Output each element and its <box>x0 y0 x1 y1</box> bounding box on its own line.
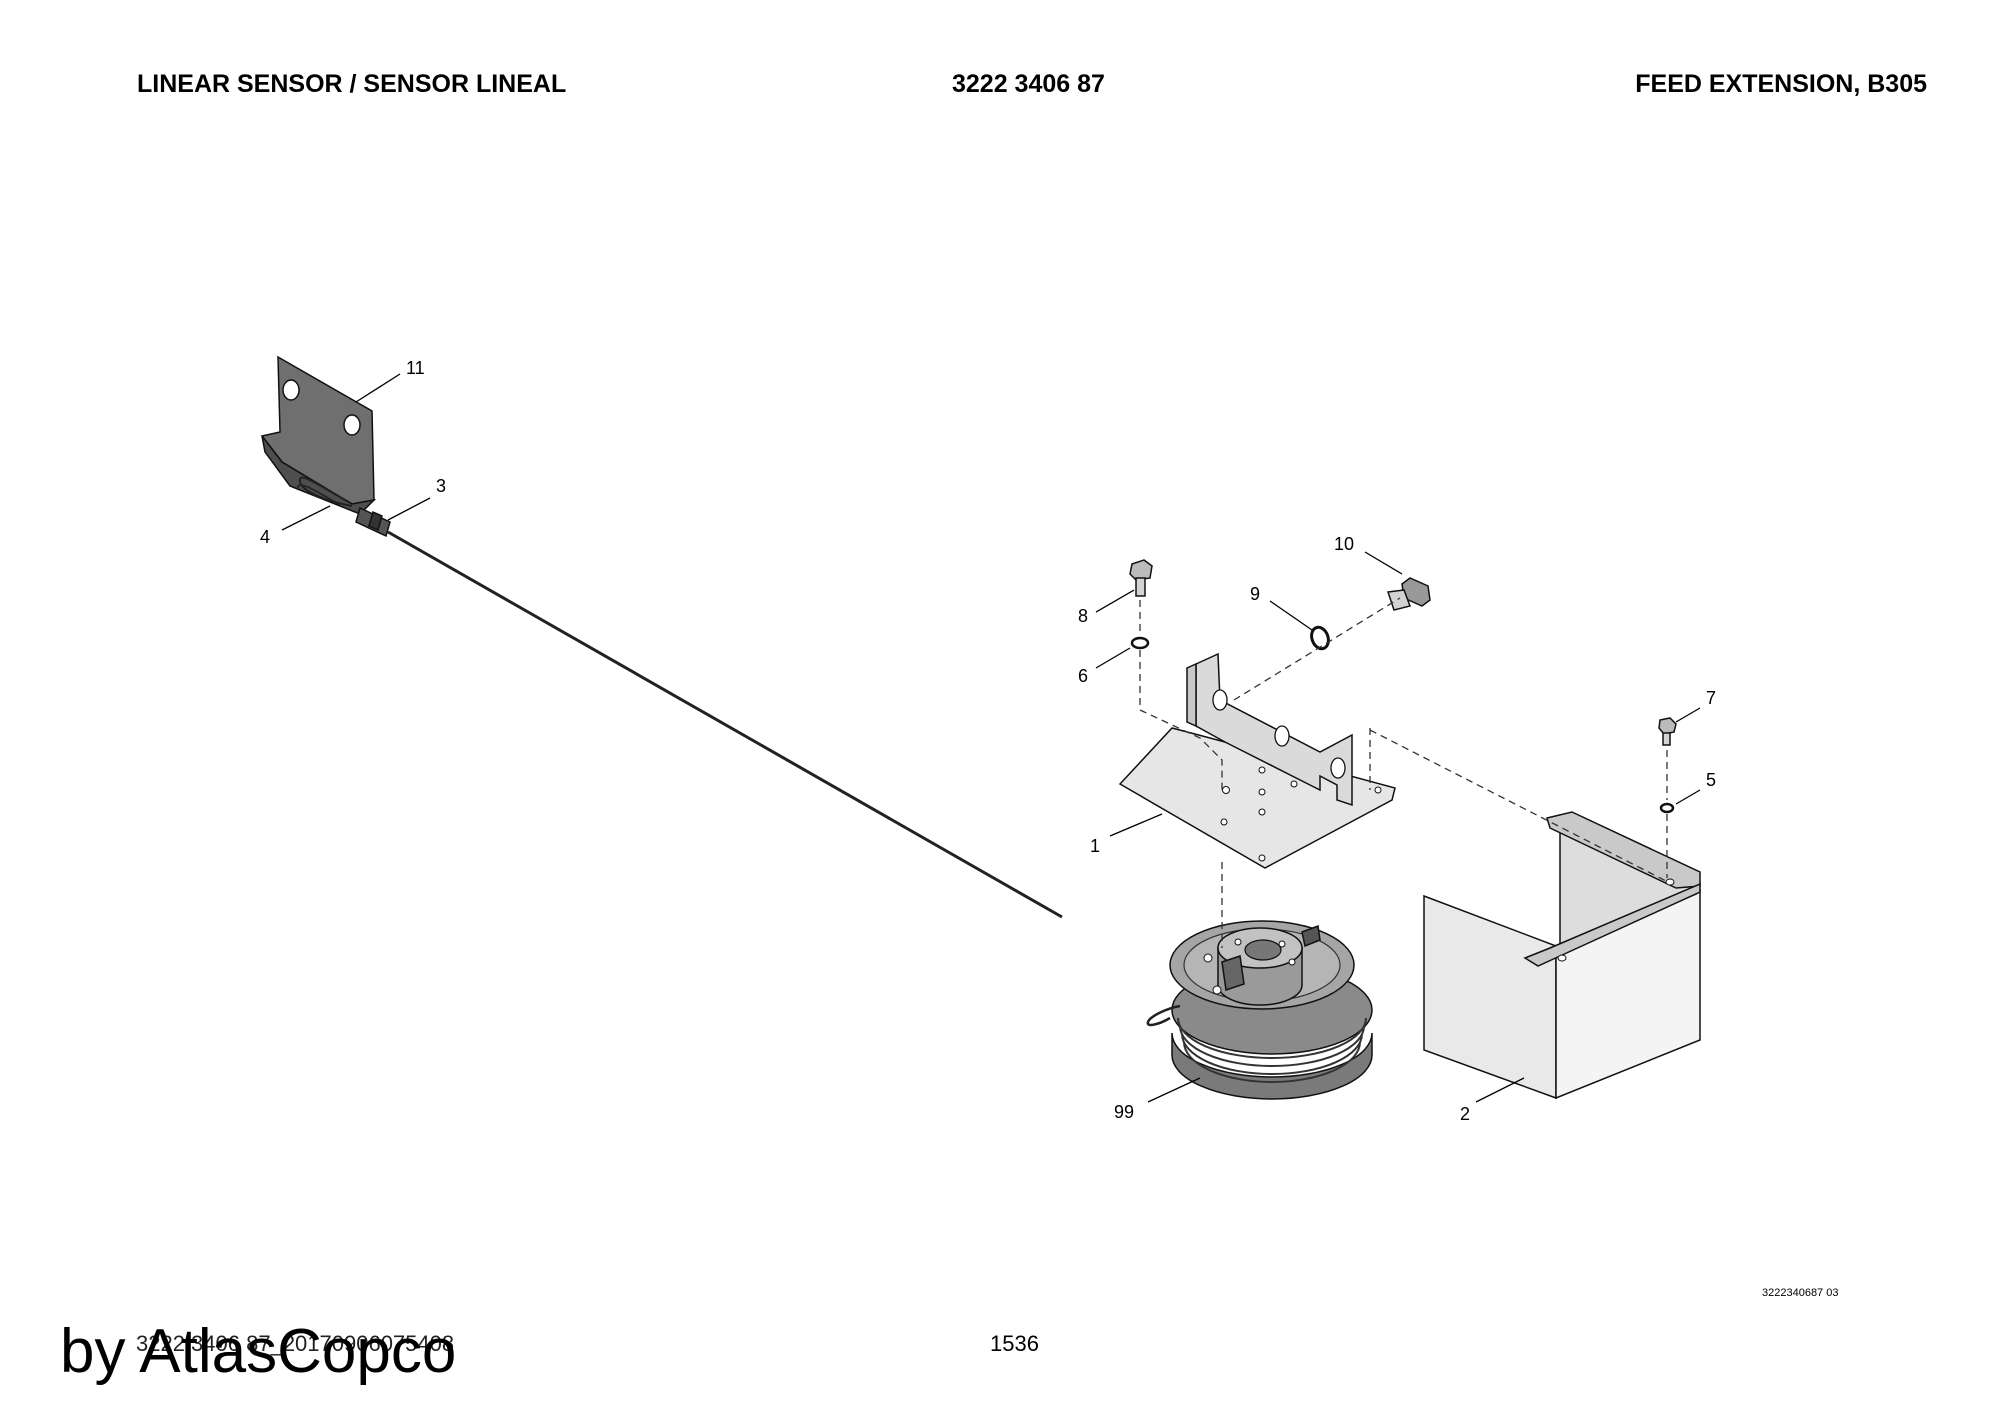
page-title-left: LINEAR SENSOR / SENSOR LINEAL <box>137 70 567 98</box>
bracket-plate-part <box>260 355 377 515</box>
assembly-lines <box>1139 597 1669 948</box>
callout-4: 4 <box>260 527 270 547</box>
bolt-part-7 <box>1658 717 1677 746</box>
guard-cover-part <box>1423 811 1702 1100</box>
page-title-right: FEED EXTENSION, B305 <box>1635 70 1927 98</box>
hex-bolt-part-10 <box>1386 577 1431 611</box>
footer-reference: 3222 3406 87_20170906075408 <box>136 1331 455 1356</box>
callout-10: 10 <box>1334 534 1354 554</box>
callout-3: 3 <box>436 476 446 496</box>
washer-part-9 <box>1310 625 1330 651</box>
connector-part <box>355 506 391 538</box>
callout-5: 5 <box>1706 770 1716 790</box>
callout-8: 8 <box>1078 606 1088 626</box>
callout-1: 1 <box>1090 836 1100 856</box>
callout-6: 6 <box>1078 666 1088 686</box>
part-number: 3222 3406 87 <box>952 70 1105 98</box>
sensor-wire-part <box>387 530 1063 919</box>
watermark: by AtlasCopco <box>60 1317 457 1386</box>
wire-loop-part <box>297 476 353 507</box>
callout-9: 9 <box>1250 584 1260 604</box>
cable-reel-sensor-part <box>1146 920 1373 1100</box>
page-number: 1536 <box>990 1331 1039 1356</box>
callout-99: 99 <box>1114 1102 1134 1122</box>
callout-leaders <box>281 373 1701 1103</box>
callout-2: 2 <box>1460 1104 1470 1124</box>
drawing-code: 3222340687 03 <box>1762 1287 1839 1299</box>
callout-11: 11 <box>406 358 425 378</box>
bolt-part-8 <box>1129 559 1153 597</box>
callout-7: 7 <box>1706 688 1716 708</box>
washer-part-6 <box>1130 636 1150 650</box>
mounting-plate-part <box>1118 652 1396 869</box>
washer-part-5 <box>1659 802 1675 814</box>
